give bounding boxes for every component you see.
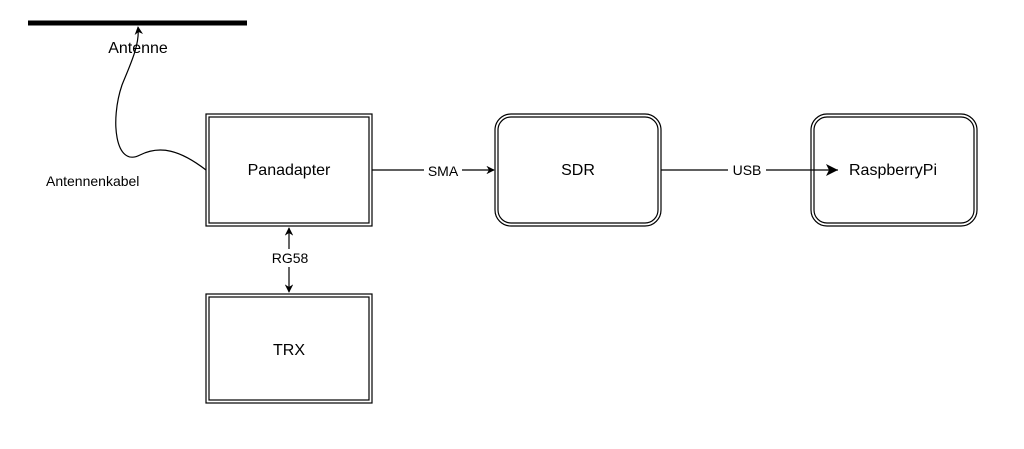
trx-label: TRX (273, 342, 305, 359)
raspberrypi-label: RaspberryPi (849, 162, 937, 179)
usb-arrowhead (826, 164, 838, 176)
sdr-label: SDR (561, 162, 595, 179)
panadapter-label: Panadapter (248, 162, 331, 179)
sma-label: SMA (428, 163, 459, 179)
rg58-label: RG58 (272, 250, 309, 266)
antenna-cable-label: Antennenkabel (46, 173, 139, 189)
sdr-node[interactable]: SDR (494, 113, 662, 227)
panadapter-node[interactable]: Panadapter (205, 113, 373, 227)
trx-node[interactable]: TRX (205, 293, 373, 404)
antenna-cable-edge (115, 26, 207, 171)
antenna-label: Antenne (108, 40, 168, 57)
usb-label: USB (733, 162, 762, 178)
